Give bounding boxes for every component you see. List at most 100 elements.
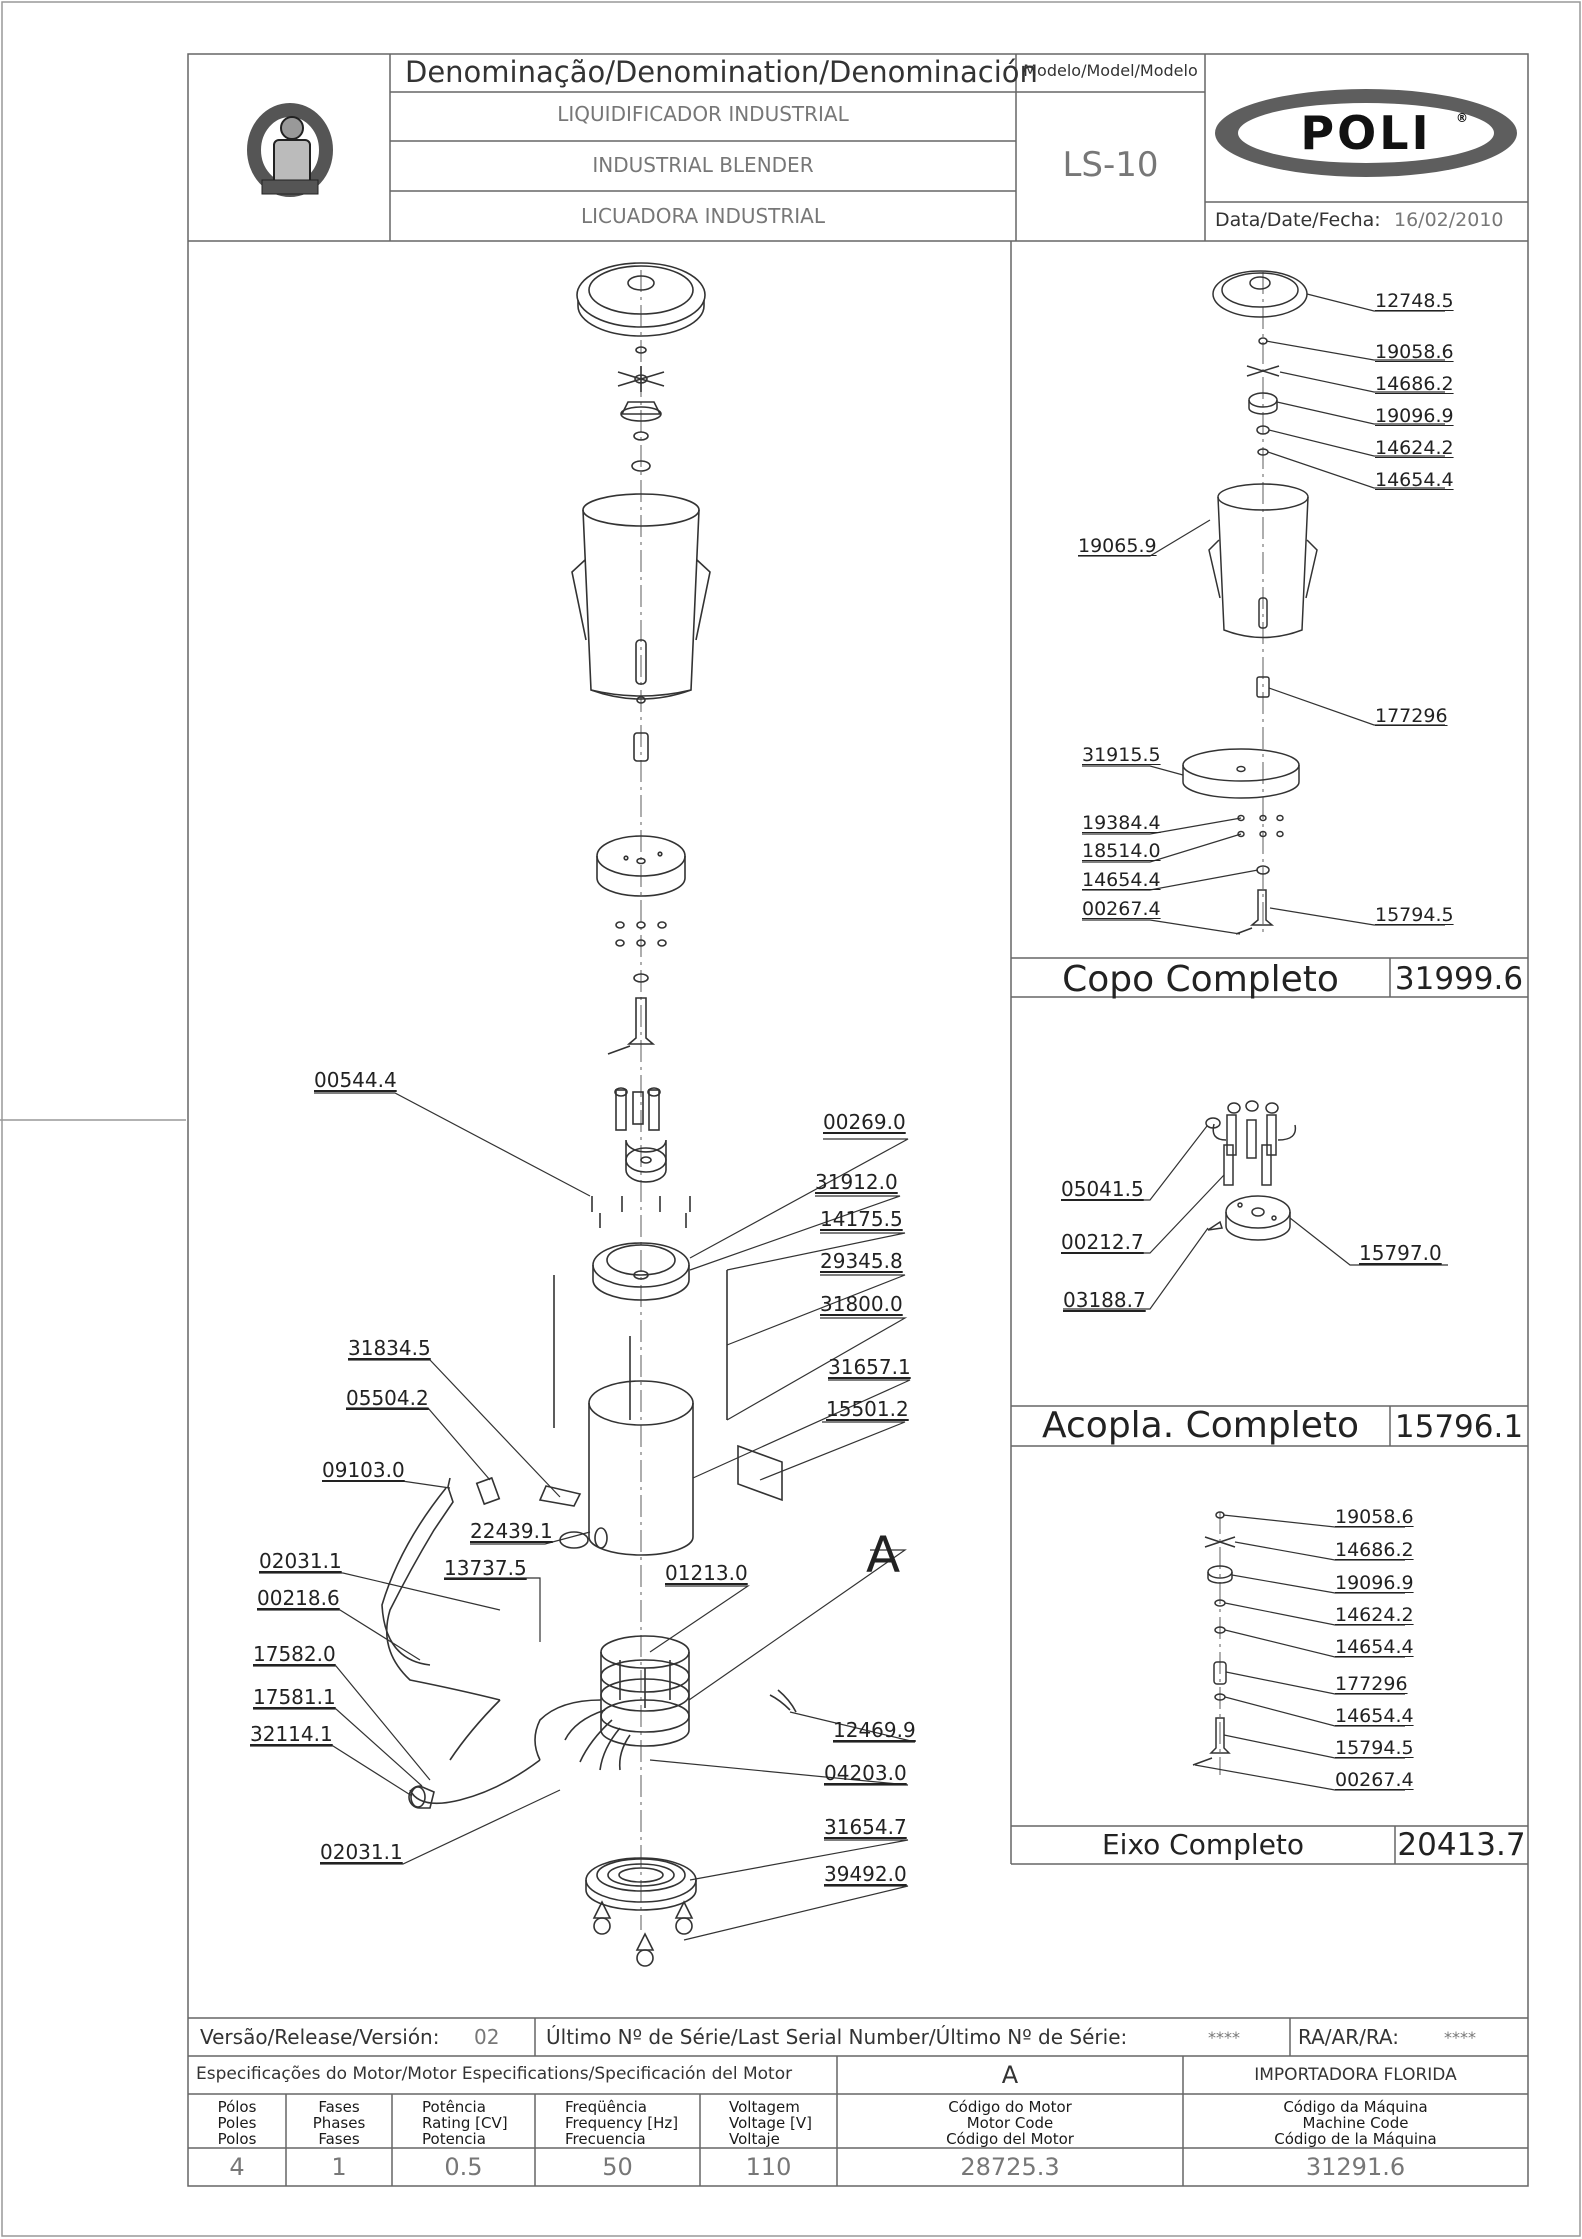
part-label: 31657.1 xyxy=(828,1355,911,1379)
part-label: 15797.0 xyxy=(1359,1241,1442,1265)
spec-col-header: Código de la Máquina xyxy=(1274,2130,1437,2148)
part-label: 12469.9 xyxy=(833,1718,916,1742)
product-name-es: LICUADORA INDUSTRIAL xyxy=(580,204,826,228)
acopla-completo-code: 15796.1 xyxy=(1394,1409,1524,1445)
spec-col-header: Freqüência xyxy=(565,2098,647,2116)
part-label: 15794.5 xyxy=(1375,904,1454,926)
spec-col-header: Voltagem xyxy=(729,2098,800,2116)
motor-spec-label: Especificações do Motor/Motor Especifica… xyxy=(196,2064,793,2084)
part-label: 14654.4 xyxy=(1082,869,1161,891)
product-name-en: INDUSTRIAL BLENDER xyxy=(592,153,814,177)
part-label: 00267.4 xyxy=(1082,898,1161,920)
spec-col-header: Voltaje xyxy=(729,2130,780,2148)
seal-graphic xyxy=(247,103,333,197)
eixo-exploded-view xyxy=(1192,1511,1236,1766)
spec-col-header: Motor Code xyxy=(966,2114,1054,2132)
part-label: 31912.0 xyxy=(815,1170,898,1194)
product-name-pt: LIQUIDIFICADOR INDUSTRIAL xyxy=(557,102,849,126)
spec-col-header: Voltage [V] xyxy=(729,2114,812,2132)
spec-col-header: Código do Motor xyxy=(948,2098,1072,2116)
spec-col-header: Potência xyxy=(422,2098,486,2116)
part-label: 05041.5 xyxy=(1061,1177,1144,1201)
spec-value-poles: 4 xyxy=(229,2153,245,2181)
part-label: 32114.1 xyxy=(250,1722,333,1746)
acopla-leader-lines xyxy=(1061,1125,1448,1310)
part-label: 04203.0 xyxy=(824,1761,907,1785)
serial-value: **** xyxy=(1208,2028,1240,2047)
ra-label: RA/AR/RA: xyxy=(1298,2025,1399,2049)
part-label: 00218.6 xyxy=(257,1586,340,1610)
part-label: 19058.6 xyxy=(1375,341,1454,363)
part-label: 02031.1 xyxy=(259,1549,342,1573)
part-label: 19065.9 xyxy=(1078,535,1157,557)
part-label: 31800.0 xyxy=(820,1292,903,1316)
part-label: 177296 xyxy=(1335,1673,1408,1695)
part-label: 14175.5 xyxy=(820,1207,903,1231)
registered-icon: ® xyxy=(1456,111,1468,125)
part-label: 14654.4 xyxy=(1335,1636,1414,1658)
brand-logo-text: POLI xyxy=(1300,106,1432,160)
spec-value-voltage: 110 xyxy=(745,2153,792,2181)
poli-logo xyxy=(1215,89,1517,177)
part-label: 22439.1 xyxy=(470,1519,553,1543)
eixo-completo-code: 20413.7 xyxy=(1397,1827,1526,1863)
part-label: 00267.4 xyxy=(1335,1769,1414,1791)
spec-col-header: Poles xyxy=(217,2114,257,2132)
spec-value-motor-code: 28725.3 xyxy=(960,2153,1060,2181)
part-label: 00212.7 xyxy=(1061,1230,1144,1254)
part-label: 05504.2 xyxy=(346,1386,429,1410)
spec-col-header: Pólos xyxy=(217,2098,257,2116)
spec-col-header: Phases xyxy=(312,2114,366,2132)
spec-value-frequency: 50 xyxy=(602,2153,633,2181)
serial-label: Último Nº de Série/Last Serial Number/Úl… xyxy=(546,2025,1128,2049)
acopla-exploded-view xyxy=(1205,1100,1297,1241)
part-label: 13737.5 xyxy=(444,1556,527,1580)
spec-col-header: Código del Motor xyxy=(946,2130,1074,2148)
release-value: 02 xyxy=(474,2025,500,2049)
part-label: 15501.2 xyxy=(826,1397,909,1421)
spec-value-machine-code: 31291.6 xyxy=(1305,2153,1406,2181)
spec-col-header: Código da Máquina xyxy=(1283,2098,1428,2116)
part-label: 19096.9 xyxy=(1335,1572,1414,1594)
part-label: 15794.5 xyxy=(1335,1737,1414,1759)
release-label: Versão/Release/Versión: xyxy=(200,2025,440,2049)
part-label: 31834.5 xyxy=(348,1336,431,1360)
main-leader-lines xyxy=(250,1092,916,1941)
date-value: 16/02/2010 xyxy=(1394,209,1504,231)
spec-value-phases: 1 xyxy=(331,2153,347,2181)
part-label: 18514.0 xyxy=(1082,840,1161,862)
acopla-completo-title: Acopla. Completo xyxy=(1042,1405,1359,1446)
part-label: 14654.4 xyxy=(1375,469,1454,491)
eixo-completo-title: Eixo Completo xyxy=(1101,1828,1305,1861)
part-label: 31654.7 xyxy=(824,1815,907,1839)
part-label: 14624.2 xyxy=(1335,1604,1414,1626)
part-label: 00544.4 xyxy=(314,1068,397,1092)
part-label: 19096.9 xyxy=(1375,405,1454,427)
part-label: 19058.6 xyxy=(1335,1506,1414,1528)
part-label: 12748.5 xyxy=(1375,290,1454,312)
part-label: 00269.0 xyxy=(823,1110,906,1134)
importer-name: IMPORTADORA FLORIDA xyxy=(1254,2065,1457,2085)
part-label: 14686.2 xyxy=(1375,373,1454,395)
part-label: 19384.4 xyxy=(1082,812,1161,834)
part-label: 03188.7 xyxy=(1063,1288,1146,1312)
part-label: 17581.1 xyxy=(253,1685,336,1709)
main-exploded-view xyxy=(381,262,797,1967)
part-label: 14654.4 xyxy=(1335,1705,1414,1727)
part-label: 177296 xyxy=(1375,705,1448,727)
spec-col-header: Frecuencia xyxy=(565,2130,646,2148)
date-label: Data/Date/Fecha: xyxy=(1215,209,1381,231)
drawing-frame xyxy=(187,53,1529,2187)
motor-callout-letter: A xyxy=(866,1526,901,1584)
part-label: 02031.1 xyxy=(320,1840,403,1864)
part-label: 14624.2 xyxy=(1375,437,1454,459)
copo-completo-title: Copo Completo xyxy=(1062,959,1339,1000)
copo-leader-lines xyxy=(1078,293,1445,935)
spec-col-header: Frequency [Hz] xyxy=(565,2114,679,2132)
eixo-leader-lines xyxy=(1194,1514,1405,1791)
spec-col-header: Fases xyxy=(318,2130,360,2148)
spec-col-header: Polos xyxy=(217,2130,257,2148)
ra-value: **** xyxy=(1444,2028,1476,2047)
copo-completo-code: 31999.6 xyxy=(1394,961,1524,997)
